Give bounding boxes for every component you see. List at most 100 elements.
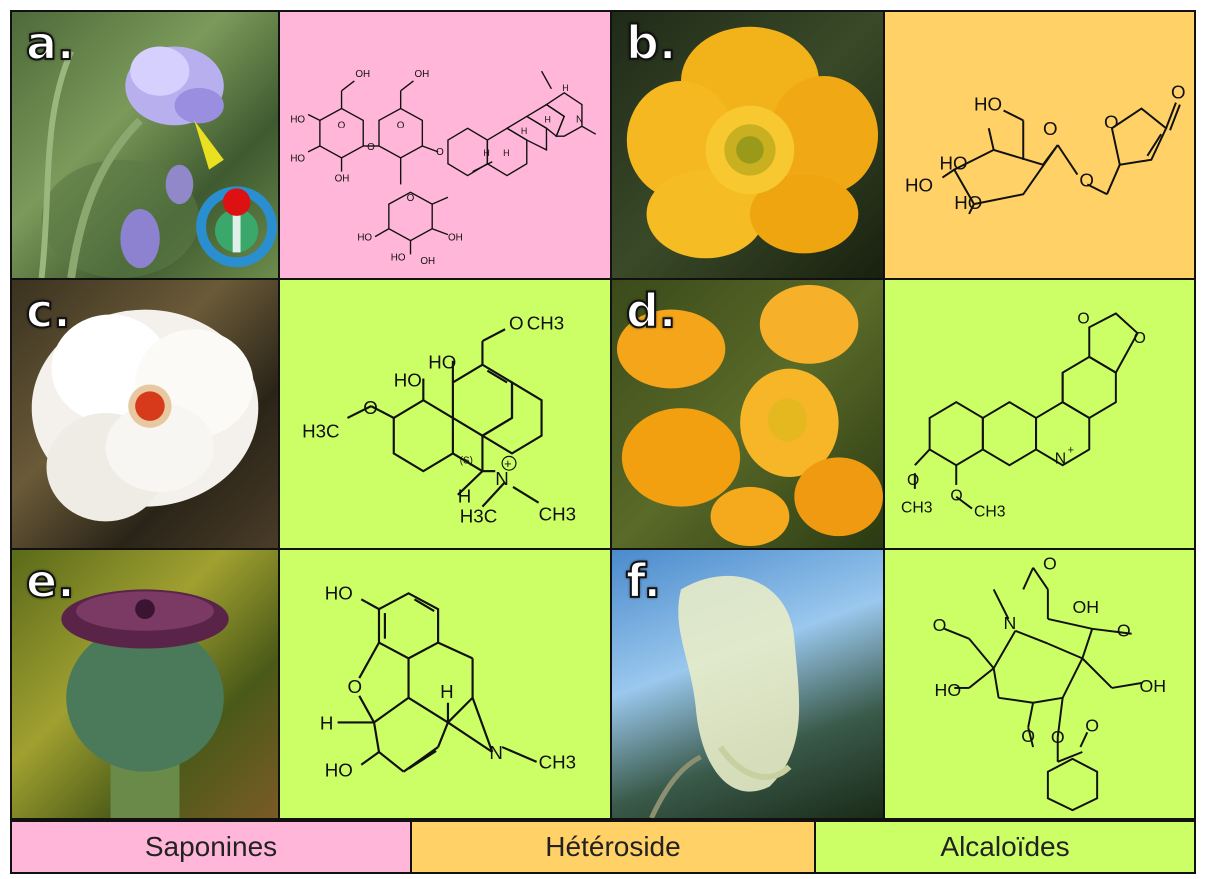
molecule-c-structure: O CH3 HO HO H3C O (S) H N + H3C CH3 bbox=[302, 312, 576, 526]
legend-heteroside: Hétéroside bbox=[410, 820, 816, 874]
atom-c-4: H3C bbox=[302, 421, 339, 442]
photo-a-solanum: a. bbox=[10, 10, 280, 280]
photo-d-mahonia: d. bbox=[610, 278, 885, 550]
molecule-b-structure: HO O O O HO HO HO O bbox=[905, 82, 1186, 215]
atom-f-9: O bbox=[1085, 715, 1099, 735]
atom-a-14: N bbox=[576, 114, 583, 125]
poppy-capsule-illustration bbox=[61, 589, 229, 818]
atom-a-2: HO bbox=[290, 114, 305, 125]
atom-e-3: H bbox=[440, 681, 454, 702]
atom-b-3: O bbox=[1104, 111, 1119, 132]
mahonia-flower-illustration bbox=[616, 284, 883, 547]
atom-f-5: HO bbox=[935, 680, 962, 700]
atom-c-7: H bbox=[458, 486, 472, 507]
atom-d-1: O bbox=[1134, 330, 1146, 347]
atom-f-2: OH bbox=[1073, 597, 1100, 617]
atom-a-5: OH bbox=[414, 69, 429, 80]
atom-a-1: O bbox=[338, 120, 346, 131]
magnolia-flower-illustration bbox=[31, 309, 259, 522]
atom-b-0: HO bbox=[974, 94, 1002, 115]
atom-f-0: O bbox=[1043, 554, 1057, 574]
molecule-a-solanine: OH O HO HO OH OH O O O H H H H H N O HO … bbox=[278, 10, 612, 280]
atom-d-5: O bbox=[950, 488, 962, 505]
molecule-f-structure: O N OH O O HO O OH O O bbox=[933, 554, 1167, 812]
molecule-b-ranunculin: HO O O O HO HO HO O bbox=[883, 10, 1196, 280]
buttercup-flower-illustration bbox=[626, 26, 879, 259]
legend-saponines: Saponines bbox=[10, 820, 412, 874]
atom-e-1: O bbox=[347, 676, 362, 697]
molecule-a-structure: OH O HO HO OH OH O O O H H H H H N O HO … bbox=[290, 69, 597, 267]
atom-f-3: O bbox=[1117, 621, 1131, 641]
atom-c-11: CH3 bbox=[539, 503, 576, 524]
atom-c-9: + bbox=[504, 456, 511, 471]
atom-a-13: H bbox=[562, 83, 568, 93]
legend-saponines-label: Saponines bbox=[144, 831, 278, 862]
atom-d-3: + bbox=[1068, 444, 1074, 456]
panel-label-c: c. bbox=[25, 284, 72, 338]
solanum-flower-illustration bbox=[38, 46, 278, 278]
atom-c-10: H3C bbox=[460, 505, 497, 526]
atom-a-19: OH bbox=[448, 233, 463, 244]
photo-e-papaver: e. bbox=[10, 548, 280, 820]
atom-d-0: O bbox=[1077, 310, 1089, 327]
atom-f-6: O bbox=[1021, 726, 1035, 746]
panel-label-f: f. bbox=[625, 554, 662, 608]
atom-a-11: H bbox=[503, 148, 509, 158]
atom-d-4: O bbox=[907, 472, 919, 489]
molecule-d-berberine: O O N + O O CH3 CH3 bbox=[883, 278, 1196, 550]
legend-alcaloides: Alcaloïdes bbox=[814, 820, 1196, 874]
atom-b-6: HO bbox=[954, 192, 982, 213]
molecule-e-morphine: HO O H H N CH3 HO bbox=[278, 548, 612, 820]
atom-a-7: O bbox=[367, 142, 375, 153]
atom-d-6: CH3 bbox=[901, 500, 933, 517]
atom-f-8: O bbox=[1051, 727, 1065, 747]
atom-e-5: CH3 bbox=[539, 752, 576, 773]
atom-b-4: HO bbox=[940, 153, 968, 174]
atom-a-4: OH bbox=[335, 173, 350, 184]
molecule-c-magnoflorine: O CH3 HO HO H3C O (S) H N + H3C CH3 bbox=[278, 278, 612, 550]
atom-a-12: H bbox=[545, 114, 551, 124]
atom-f-7: OH bbox=[1140, 676, 1167, 696]
atom-e-4: N bbox=[489, 742, 503, 763]
atom-a-10: H bbox=[521, 126, 527, 136]
molecule-f-aconitine: O N OH O O HO O OH O O bbox=[883, 548, 1196, 820]
legend-alcaloides-label: Alcaloïdes bbox=[940, 831, 1070, 862]
atom-a-16: HO bbox=[357, 233, 372, 244]
atom-c-8: N bbox=[495, 468, 509, 489]
photo-c-magnolia: c. bbox=[10, 278, 280, 550]
atom-e-2: H bbox=[320, 712, 334, 733]
atom-c-2: HO bbox=[394, 369, 422, 390]
molecule-e-structure: HO O H H N CH3 HO bbox=[320, 582, 576, 781]
atom-e-0: HO bbox=[325, 582, 353, 603]
photo-b-ranunculus: b. bbox=[610, 10, 885, 280]
atom-a-17: HO bbox=[391, 252, 406, 263]
atom-a-18: OH bbox=[420, 256, 435, 267]
atom-a-8: O bbox=[436, 147, 444, 158]
panel-label-d: d. bbox=[625, 284, 677, 338]
legend-heteroside-label: Hétéroside bbox=[545, 831, 681, 862]
atom-c-1: CH3 bbox=[527, 312, 564, 333]
atom-a-0: OH bbox=[355, 69, 370, 80]
atom-f-1: N bbox=[1004, 613, 1017, 633]
atom-d-7: CH3 bbox=[974, 503, 1006, 520]
atom-e-6: HO bbox=[325, 760, 353, 781]
aconite-flower-illustration bbox=[649, 575, 800, 818]
atom-c-5: O bbox=[363, 397, 378, 418]
panel-label-b: b. bbox=[625, 16, 677, 70]
panel-label-e: e. bbox=[25, 554, 76, 608]
atom-a-9: H bbox=[483, 148, 489, 158]
atom-b-5: HO bbox=[905, 174, 933, 195]
atom-a-3: HO bbox=[290, 154, 305, 165]
atom-d-2: N bbox=[1055, 450, 1066, 467]
atom-c-6: (S) bbox=[460, 455, 473, 466]
atom-f-4: O bbox=[933, 615, 947, 635]
atom-b-7: O bbox=[1171, 82, 1186, 103]
atom-a-6: O bbox=[397, 120, 405, 131]
atom-c-0: O bbox=[509, 312, 524, 333]
molecule-d-structure: O O N + O O CH3 CH3 bbox=[901, 310, 1146, 520]
atom-b-1: O bbox=[1043, 118, 1058, 139]
atom-a-15: O bbox=[407, 193, 415, 204]
atom-c-3: HO bbox=[428, 352, 456, 373]
photo-f-aconitum: f. bbox=[610, 548, 885, 820]
atom-b-2: O bbox=[1079, 169, 1094, 190]
